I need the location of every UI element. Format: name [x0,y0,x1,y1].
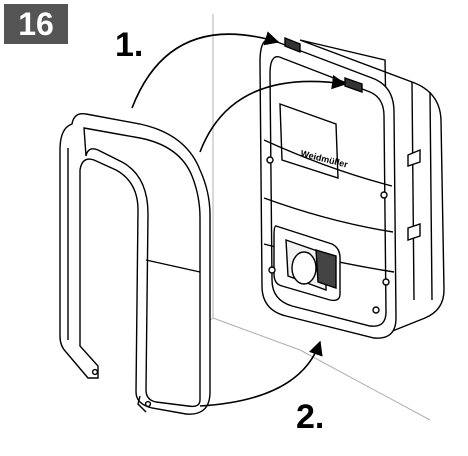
wallbox-back-housing [299,39,445,334]
front-frame-cover [59,113,211,415]
display-window [279,102,339,179]
arrow-step-2 [199,340,323,407]
step-label-2: 2. [296,398,325,436]
step-number-badge: 16 [4,4,68,44]
wallbox-device [259,36,445,339]
arrow-step-1b [199,75,347,153]
arrow-step-1 [131,31,280,109]
top-slot-left [284,36,301,54]
step-label-1: 1. [115,26,144,64]
